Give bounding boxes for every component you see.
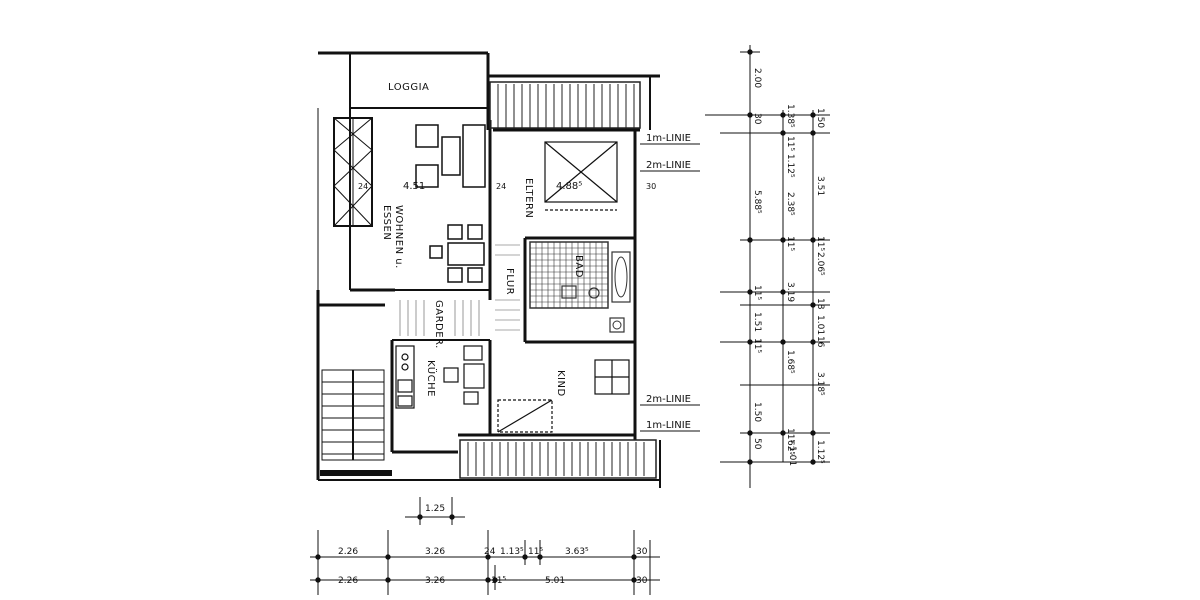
reference-lines [640, 143, 700, 432]
kitchen-fixtures [395, 345, 485, 409]
dim-b1-1: 3.26 [425, 547, 445, 557]
dim-b1-0: 2.26 [338, 547, 358, 557]
dimension-125 [405, 497, 465, 525]
line-1m-top: 1m-LINIE [646, 133, 691, 144]
eltern-width: 4.88⁵ [556, 181, 582, 192]
dim-mid-0: 1.38⁵ [785, 104, 795, 128]
dim-left-3: 11⁵ [752, 285, 762, 300]
wall-thickness-c: 30 [646, 182, 656, 191]
room-kueche: KÜCHE [425, 360, 438, 397]
dim-right-7: 3.18⁵ [815, 372, 825, 396]
walls [316, 51, 661, 488]
bath-area [529, 241, 631, 333]
room-wohnen: WOHNEN u. [393, 205, 404, 269]
room-flur: FLUR [504, 268, 515, 295]
room-kind: KIND [555, 370, 566, 397]
room-garderobe: GARDER. [433, 300, 444, 349]
dim-b1-2: 24 [484, 547, 496, 557]
dim-b2-1: 3.26 [425, 576, 445, 586]
wohnen-width: 4.51 [403, 181, 425, 192]
dim-right-6: 16 [815, 336, 825, 348]
dim-right-1: 3.51 [815, 176, 825, 196]
dim-right-4: 18 [815, 298, 825, 310]
top-balcony-hatch [489, 81, 641, 129]
dim-left-0: 2.00 [752, 68, 762, 88]
room-essen: ESSEN [381, 205, 392, 240]
dim-mid-3: 11⁵ [785, 236, 795, 251]
dim-b2-4: 30 [636, 576, 648, 586]
dim-b1-6: 30 [636, 547, 648, 557]
line-1m-bottom: 1m-LINIE [646, 420, 691, 431]
dim-mid-2: 2.38⁵ [785, 192, 795, 216]
dim-left-4: 1.51 [752, 312, 762, 332]
dimension-chains-horizontal [310, 530, 660, 595]
line-2m-bottom: 2m-LINIE [646, 394, 691, 405]
dim-right-2: 11⁵ [815, 236, 825, 251]
dim-b1-5: 3.63⁵ [565, 547, 589, 557]
kind-furniture [497, 359, 630, 433]
dim-left-7: 50 [752, 438, 762, 450]
room-eltern: ELTERN [523, 178, 534, 218]
dim-mid-6: 11⁵ [785, 428, 795, 443]
left-lattice [317, 108, 373, 290]
dim-b2-3: 5.01 [545, 576, 565, 586]
eltern-bed [544, 141, 618, 211]
dim-mid-1: 11⁵ 1.12⁵ [785, 136, 795, 178]
room-loggia: LOGGIA [388, 82, 429, 93]
dim-left-5: 11⁵ [752, 338, 762, 353]
room-bad: BAD [573, 255, 584, 278]
dim-left-2: 5.88⁵ [752, 190, 762, 214]
living-furniture [415, 124, 486, 283]
dim-b2-0: 2.26 [338, 576, 358, 586]
dim-mid-5: 1.68⁵ [785, 350, 795, 374]
wall-thickness-b: 24 [496, 182, 506, 191]
dim-125-label: 1.25 [425, 504, 445, 514]
dim-right-8: 1.12⁵ [815, 440, 825, 464]
dim-left-1: 30 [752, 113, 762, 125]
dim-right-5: 1.01 [815, 315, 825, 335]
line-2m-top: 2m-LINIE [646, 160, 691, 171]
flur-hatch [399, 244, 520, 336]
dim-b1-4: 11⁵ [528, 547, 543, 557]
dim-right-0: 1.50 [815, 108, 825, 128]
wall-thickness-a: 24 [358, 182, 368, 191]
staircase [321, 369, 385, 461]
dimension-chains-vertical [705, 45, 830, 488]
dim-b2-2: 11⁵ [491, 576, 506, 586]
bottom-balcony-hatch [459, 439, 657, 479]
dim-mid-4: 3.19 [785, 282, 795, 302]
dim-right-3: 2.06⁵ [815, 252, 825, 276]
dim-left-6: 1.50 [752, 402, 762, 422]
dim-right-9: 1.01 [787, 446, 797, 466]
dim-mid-7: 62⁵ [785, 440, 795, 455]
dim-b1-3: 1.13⁵ [500, 547, 524, 557]
